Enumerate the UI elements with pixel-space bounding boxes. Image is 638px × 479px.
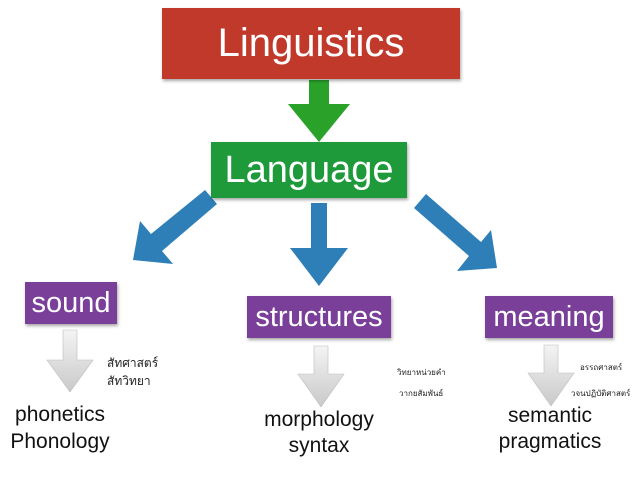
meaning-thai-2: วจนปฏิบัติศาสตร์	[571, 389, 631, 398]
linguistics-label: Linguistics	[217, 21, 405, 65]
structures-thai-1: วิทยาหน่วยคำ	[397, 368, 446, 377]
grey-arrow-sound	[46, 329, 94, 393]
grey-arrow-structures	[297, 345, 345, 408]
language-box: Language	[211, 142, 407, 198]
structures-term-1: morphology	[264, 408, 374, 431]
sound-thai-1: สัทศาสตร์	[107, 356, 159, 370]
blue-arrow-left	[133, 190, 217, 264]
language-label: Language	[224, 148, 394, 191]
structures-label: structures	[255, 300, 383, 333]
sound-thai-2: สัทวิทยา	[107, 374, 151, 388]
structures-box: structures	[247, 296, 391, 338]
meaning-term-2: pragmatics	[498, 430, 602, 453]
meaning-term-1: semantic	[507, 404, 593, 427]
sound-term-2: Phonology	[10, 430, 110, 453]
green-down-arrow	[288, 80, 350, 142]
linguistics-box: Linguistics	[162, 8, 460, 79]
structures-thai-2: วากยสัมพันธ์	[399, 389, 444, 398]
structures-term-2: syntax	[288, 434, 350, 457]
meaning-box: meaning	[485, 296, 613, 338]
sound-term-1: phonetics	[15, 403, 105, 426]
meaning-thai-1: อรรถศาสตร์	[580, 363, 623, 372]
blue-arrow-center	[290, 203, 348, 286]
sound-label: sound	[31, 286, 111, 319]
grey-arrow-meaning	[527, 344, 575, 407]
sound-box: sound	[25, 282, 117, 324]
meaning-label: meaning	[493, 300, 605, 333]
blue-arrow-right	[414, 194, 497, 271]
